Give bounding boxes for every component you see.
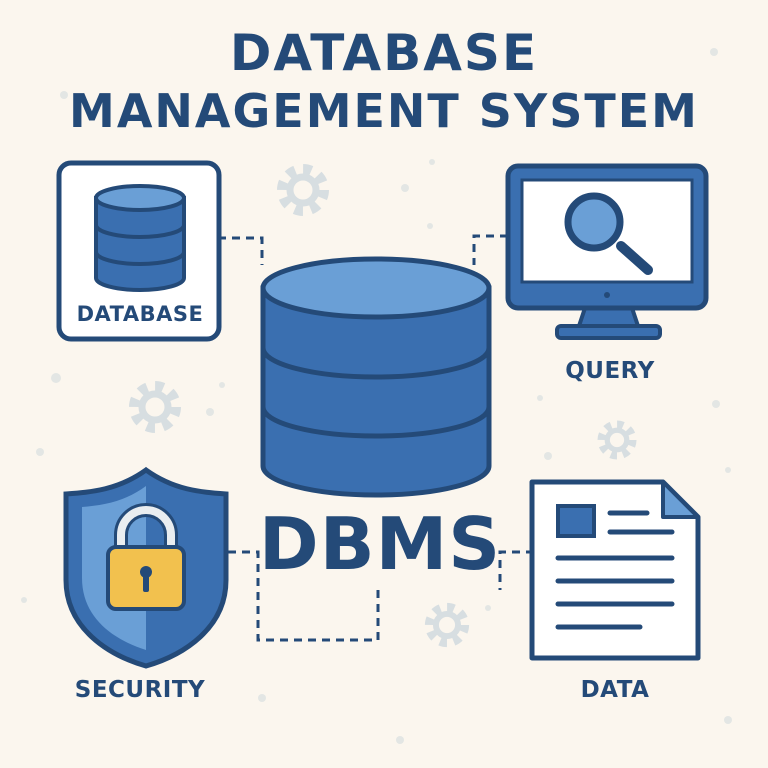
query-label: QUERY <box>565 358 655 384</box>
shield-lock-icon <box>63 466 229 669</box>
gear-icon <box>602 425 632 455</box>
connectors <box>218 234 534 642</box>
dbms-label: DBMS <box>258 502 502 586</box>
connector-data <box>498 550 534 590</box>
connector-query <box>472 234 508 265</box>
database-node <box>56 160 222 342</box>
database-cylinder-icon <box>260 256 492 498</box>
page-title-line-1: DATABASE <box>229 24 539 82</box>
gear-icon <box>430 608 464 642</box>
document-icon <box>529 479 701 661</box>
connector-database <box>218 236 264 265</box>
connector-security <box>228 550 380 642</box>
database-icon <box>94 184 186 292</box>
security-label: SECURITY <box>74 677 206 703</box>
gear-icon <box>283 170 323 210</box>
page-title-line-2: MANAGEMENT SYSTEM <box>69 84 699 138</box>
background-dots <box>21 48 732 744</box>
monitor-search-icon <box>505 163 709 340</box>
gear-icon <box>135 387 175 427</box>
database-label: DATABASE <box>76 302 204 326</box>
data-label: DATA <box>580 677 650 703</box>
